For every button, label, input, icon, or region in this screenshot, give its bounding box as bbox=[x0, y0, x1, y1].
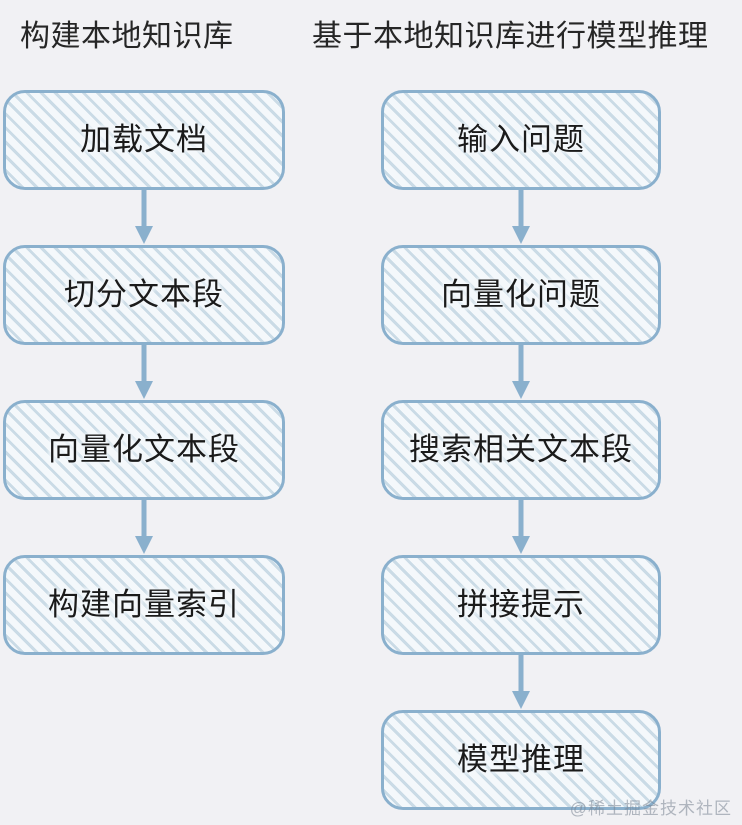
node-load-document[interactable]: 加载文档 bbox=[3, 90, 285, 190]
connector-arrow bbox=[3, 190, 285, 245]
node-label: 向量化问题 bbox=[441, 277, 601, 312]
connector-arrow bbox=[381, 190, 661, 245]
connector-arrow bbox=[381, 655, 661, 710]
node-label: 向量化文本段 bbox=[48, 432, 240, 467]
node-embed-question[interactable]: 向量化问题 bbox=[381, 245, 661, 345]
node-model-inference[interactable]: 模型推理 bbox=[381, 710, 661, 810]
node-split-text-chunks[interactable]: 切分文本段 bbox=[3, 245, 285, 345]
node-search-relevant-chunks[interactable]: 搜索相关文本段 bbox=[381, 400, 661, 500]
flow-column-model-inference: 输入问题 向量化问题 搜索相关文本段 拼 bbox=[381, 90, 661, 810]
node-input-question[interactable]: 输入问题 bbox=[381, 90, 661, 190]
column-title-build-local-knowledge-base: 构建本地知识库 bbox=[20, 20, 234, 53]
node-label: 切分文本段 bbox=[64, 277, 224, 312]
node-embed-text-chunks[interactable]: 向量化文本段 bbox=[3, 400, 285, 500]
node-build-vector-index[interactable]: 构建向量索引 bbox=[3, 555, 285, 655]
connector-arrow bbox=[381, 345, 661, 400]
connector-arrow bbox=[3, 345, 285, 400]
node-label: 加载文档 bbox=[80, 122, 208, 157]
connector-arrow bbox=[381, 500, 661, 555]
node-label: 拼接提示 bbox=[457, 587, 585, 622]
node-assemble-prompt[interactable]: 拼接提示 bbox=[381, 555, 661, 655]
node-label: 构建向量索引 bbox=[48, 587, 240, 622]
node-label: 搜索相关文本段 bbox=[409, 432, 633, 467]
flow-column-build-local-knowledge-base: 加载文档 切分文本段 向量化文本段 构建 bbox=[3, 90, 285, 655]
column-title-model-inference: 基于本地知识库进行模型推理 bbox=[312, 20, 709, 53]
connector-arrow bbox=[3, 500, 285, 555]
node-label: 输入问题 bbox=[457, 122, 585, 157]
node-label: 模型推理 bbox=[457, 742, 585, 777]
